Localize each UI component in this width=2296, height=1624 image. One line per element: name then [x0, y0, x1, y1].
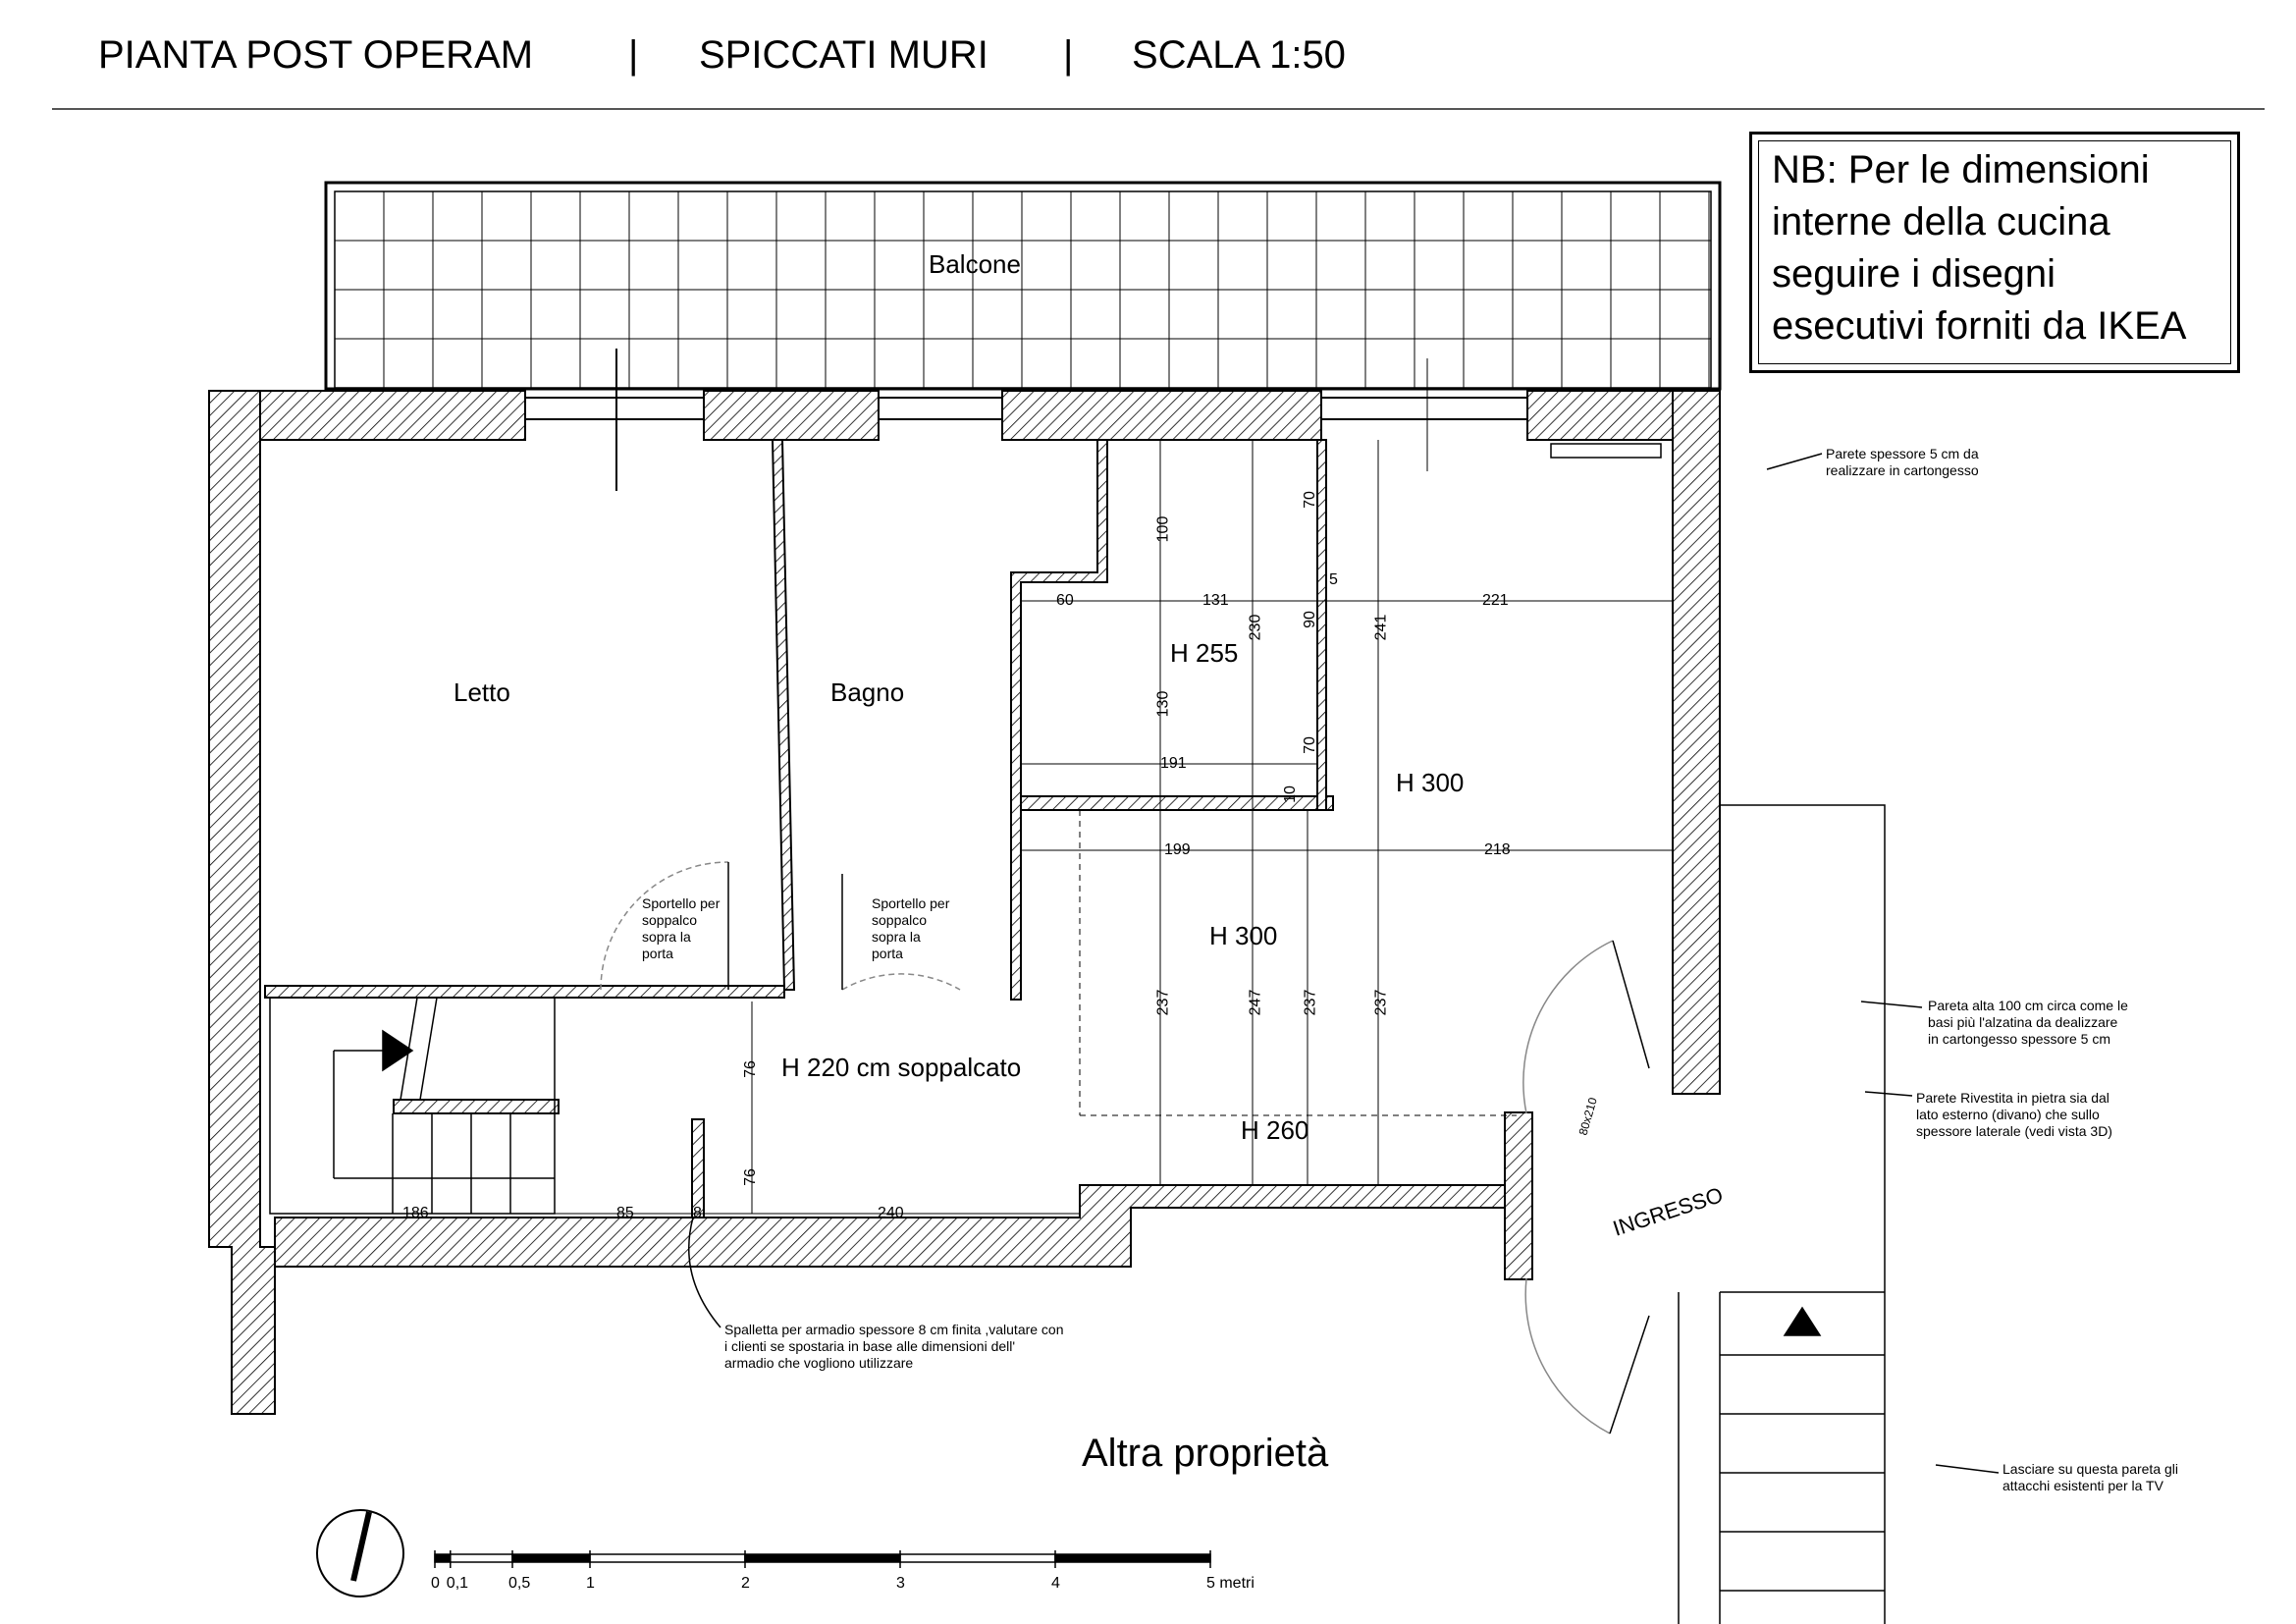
- wall-partition-kitchen: [1316, 439, 1327, 811]
- annotation-parete-cartongesso: Parete spessore 5 cm da realizzare in ca…: [1826, 446, 1979, 478]
- height-label: H 255: [1170, 638, 1239, 668]
- scale-bar-segment: [899, 1553, 1056, 1563]
- dimension-label: 186: [402, 1205, 429, 1221]
- doors: [600, 861, 1650, 1435]
- room-label-bagno: Bagno: [830, 677, 905, 707]
- title-separator: |: [628, 33, 639, 77]
- radiator: [1550, 443, 1662, 459]
- annotation-spalletta: Spalletta per armadio spessore 8 cm fini…: [724, 1322, 1064, 1371]
- scale-bar-label: 0,1: [446, 1575, 469, 1592]
- scale-bar-segment: [1054, 1553, 1211, 1563]
- title-separator: |: [1063, 33, 1074, 77]
- wall-spalletta: [691, 1118, 705, 1218]
- external-staircase: [1678, 804, 1886, 1624]
- room-label-letto: Letto: [454, 677, 510, 707]
- title-plan: PIANTA POST OPERAM: [98, 33, 534, 77]
- title-scale: SCALA 1:50: [1132, 33, 1346, 77]
- note-line: esecutivi forniti da IKEA: [1772, 304, 2187, 348]
- note-box-text: NB: Per le dimensioni interne della cuci…: [1772, 144, 2233, 352]
- stair-arrow: [382, 1029, 414, 1072]
- wall-bath-letto: [771, 439, 796, 991]
- wall-west: [208, 390, 276, 1415]
- note-line: NB: Per le dimensioni: [1772, 148, 2150, 191]
- windows: [524, 349, 1528, 491]
- scale-bar: [434, 1550, 1211, 1568]
- wall-corridor: [1020, 795, 1334, 811]
- height-label: H 220 cm soppalcato: [781, 1053, 1022, 1082]
- scale-bar-segment: [511, 1553, 591, 1563]
- window-bagno: [878, 397, 1003, 420]
- dimension-label: 240: [878, 1205, 904, 1221]
- scale-bar-label: 2: [741, 1575, 750, 1592]
- scale-bar-label: 4: [1051, 1575, 1060, 1592]
- scale-bar-label: 0: [431, 1575, 440, 1592]
- dimension-lines: [275, 440, 1673, 1215]
- balcony-outer-rail: [324, 181, 1722, 391]
- window-letto: [524, 397, 705, 420]
- dimension-label: 191: [1160, 755, 1187, 772]
- scale-bar-label: 0,5: [508, 1575, 531, 1592]
- dimension-label: 221: [1482, 592, 1509, 609]
- note-line: seguire i disegni: [1772, 252, 2056, 296]
- annotation-tv: Lasciare su questa pareta gli attacchi e…: [2002, 1461, 2178, 1493]
- north-arrow: [316, 1509, 404, 1597]
- dimension-label: 5: [1329, 571, 1338, 588]
- annotation-parete-rivestita: Parete Rivestita in pietra sia dal lato …: [1916, 1090, 2112, 1139]
- header-rule: [52, 108, 2265, 110]
- wall-north-3: [1001, 390, 1322, 441]
- height-label: H 300: [1209, 921, 1278, 950]
- note-line: interne della cucina: [1772, 200, 2110, 244]
- wall-east: [1672, 390, 1721, 1095]
- external-stair-arrow: [1783, 1306, 1822, 1336]
- scale-bar-segment: [589, 1553, 746, 1563]
- scale-bar-label: 1: [586, 1575, 595, 1592]
- hatch-note: Sportello per soppalco sopra la porta: [872, 895, 950, 961]
- note-box-inner-frame: [1758, 140, 2231, 364]
- wall-bath-kitchen: [1010, 439, 1108, 1001]
- height-label: H 300: [1396, 768, 1465, 797]
- dimension-label: 8: [693, 1205, 702, 1221]
- room-label-balcone: Balcone: [929, 249, 1021, 279]
- leader-lines: [688, 453, 2000, 1474]
- scale-bar-segment: [450, 1553, 513, 1563]
- scale-bar-segment: [434, 1553, 452, 1563]
- balcony-tile-grid: [334, 190, 1711, 389]
- dimension-label: 199: [1164, 841, 1191, 858]
- wall-stair-landing: [393, 1099, 560, 1114]
- dimension-label: 218: [1484, 841, 1511, 858]
- scale-bar-segment: [744, 1553, 901, 1563]
- walls: [208, 390, 1721, 1415]
- dimension-label: 85: [616, 1205, 634, 1221]
- scale-bar-label: 3: [896, 1575, 905, 1592]
- wall-entrance-jamb: [1504, 1111, 1533, 1280]
- dimension-label: 131: [1202, 592, 1229, 609]
- height-label: H 260: [1241, 1115, 1309, 1145]
- balcony: [324, 181, 1722, 391]
- scale-bar-label: 5 metri: [1206, 1575, 1255, 1592]
- title-walls: SPICCATI MURI: [699, 33, 988, 77]
- window-living: [1320, 397, 1528, 420]
- dimension-label: 60: [1056, 592, 1074, 609]
- hatch-note: Sportello per soppalco sopra la porta: [642, 895, 721, 961]
- room-label-altra-proprieta: Altra proprietà: [1082, 1432, 1329, 1475]
- annotation-parete-alta: Pareta alta 100 cm circa come le basi pi…: [1928, 998, 2128, 1047]
- note-box: NB: Per le dimensioni interne della cuci…: [1749, 132, 2240, 373]
